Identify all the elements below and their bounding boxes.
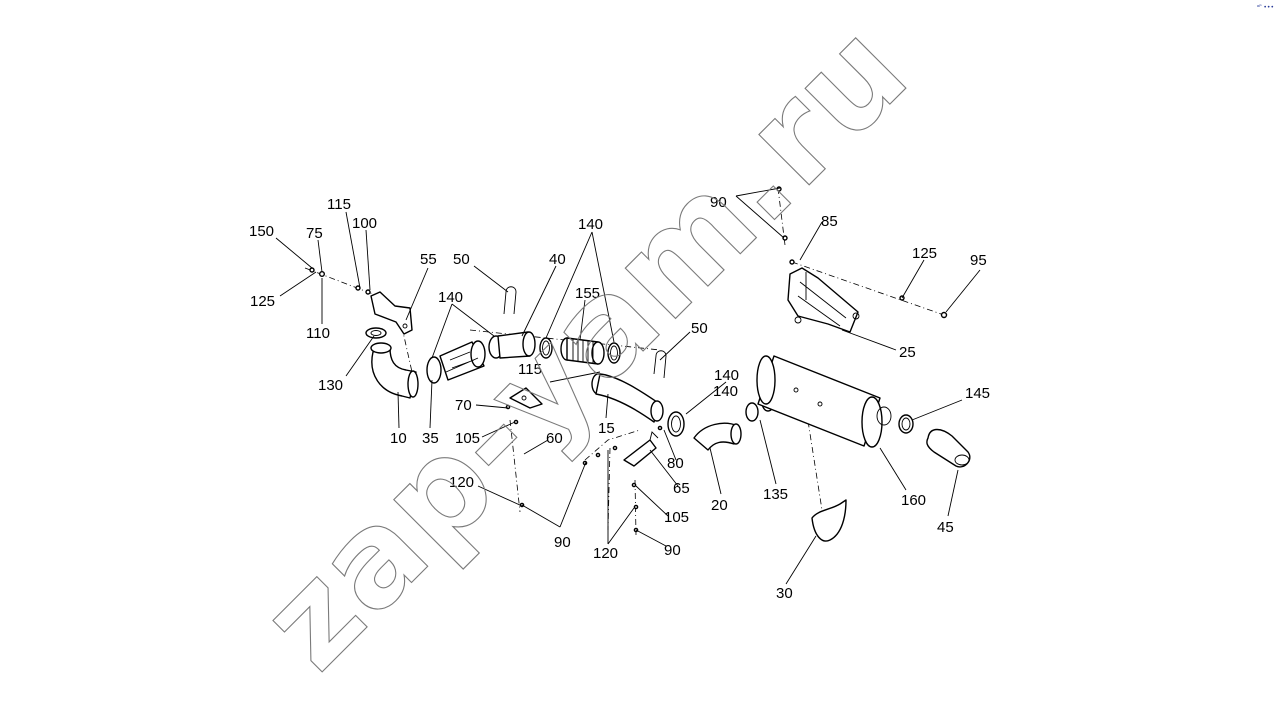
callout-125-right: 125 (912, 245, 937, 262)
callout-110: 110 (306, 325, 330, 342)
callout-85: 85 (821, 213, 838, 230)
callout-130: 130 (318, 377, 343, 394)
corner-logo-text: ᵃᴾ ••• (1256, 4, 1274, 11)
part-150-75-small-fasteners (309, 267, 371, 295)
callout-labels: 150 115 75 100 125 110 55 130 10 140 35 … (249, 194, 990, 602)
part-30-strap (811, 499, 847, 542)
callout-90-top: 90 (710, 194, 727, 211)
callout-100: 100 (352, 215, 377, 232)
part-10-elbow-pipe (370, 342, 419, 399)
callout-90-bottom-left: 90 (554, 534, 571, 551)
part-20-elbow (693, 422, 742, 451)
part-45-tail-pipe (926, 428, 971, 468)
part-15-pipe (591, 373, 664, 423)
callout-20: 20 (711, 497, 728, 514)
callout-90-bottom: 90 (664, 542, 681, 559)
callout-50-left: 50 (453, 251, 470, 268)
callout-30: 30 (776, 585, 793, 602)
callout-140-top: 140 (578, 216, 603, 233)
callout-115: 115 (327, 196, 351, 213)
callout-105-left: 105 (455, 430, 480, 447)
callout-70: 70 (455, 397, 472, 414)
part-65-bracket (623, 431, 659, 467)
callout-45: 45 (937, 519, 954, 536)
callout-120-left: 120 (449, 474, 474, 491)
callout-25: 25 (899, 344, 916, 361)
part-145-clamp (898, 414, 914, 434)
part-160-muffler (756, 355, 892, 448)
callout-95: 95 (970, 252, 987, 269)
callout-155: 155 (575, 285, 600, 302)
callout-160: 160 (901, 492, 926, 509)
callout-150: 150 (249, 223, 274, 240)
callout-140-left: 140 (438, 289, 463, 306)
part-130-gasket (365, 327, 387, 339)
callout-140-far-right: 140 (713, 383, 738, 400)
callout-135: 135 (763, 486, 788, 503)
callout-55: 55 (420, 251, 437, 268)
part-55-bracket (370, 291, 413, 335)
callout-120-bottom: 120 (593, 545, 618, 562)
part-140-clamp-right (667, 411, 685, 437)
part-50-u-bolt-left (503, 286, 517, 315)
watermark-text: zap-yam.ru (232, 0, 937, 698)
part-140-clamps-middle (539, 337, 621, 364)
part-50-u-bolt-right (653, 350, 667, 379)
callout-10: 10 (390, 430, 407, 447)
callout-65: 65 (673, 480, 690, 497)
part-155-flexible-hose (560, 337, 605, 365)
callout-105-right: 105 (664, 509, 689, 526)
callout-40: 40 (549, 251, 566, 268)
part-25-mount-bracket (787, 267, 860, 333)
callout-35: 35 (422, 430, 439, 447)
part-60-bracket (509, 387, 543, 409)
part-40-pipe-section (488, 331, 536, 359)
callout-80: 80 (667, 455, 684, 472)
part-35-flex-connector (426, 340, 486, 384)
callout-140-right: 140 (714, 367, 739, 384)
callout-115-mid: 115 (518, 361, 542, 378)
corner-logo-mark: ᵃᴾ ••• (1257, 4, 1274, 11)
callout-125: 125 (250, 293, 275, 310)
callout-145: 145 (965, 385, 990, 402)
callout-60: 60 (546, 430, 563, 447)
callout-15: 15 (598, 420, 615, 437)
callout-75: 75 (306, 225, 323, 242)
callout-50-right: 50 (691, 320, 708, 337)
leader-lines (275, 187, 981, 585)
